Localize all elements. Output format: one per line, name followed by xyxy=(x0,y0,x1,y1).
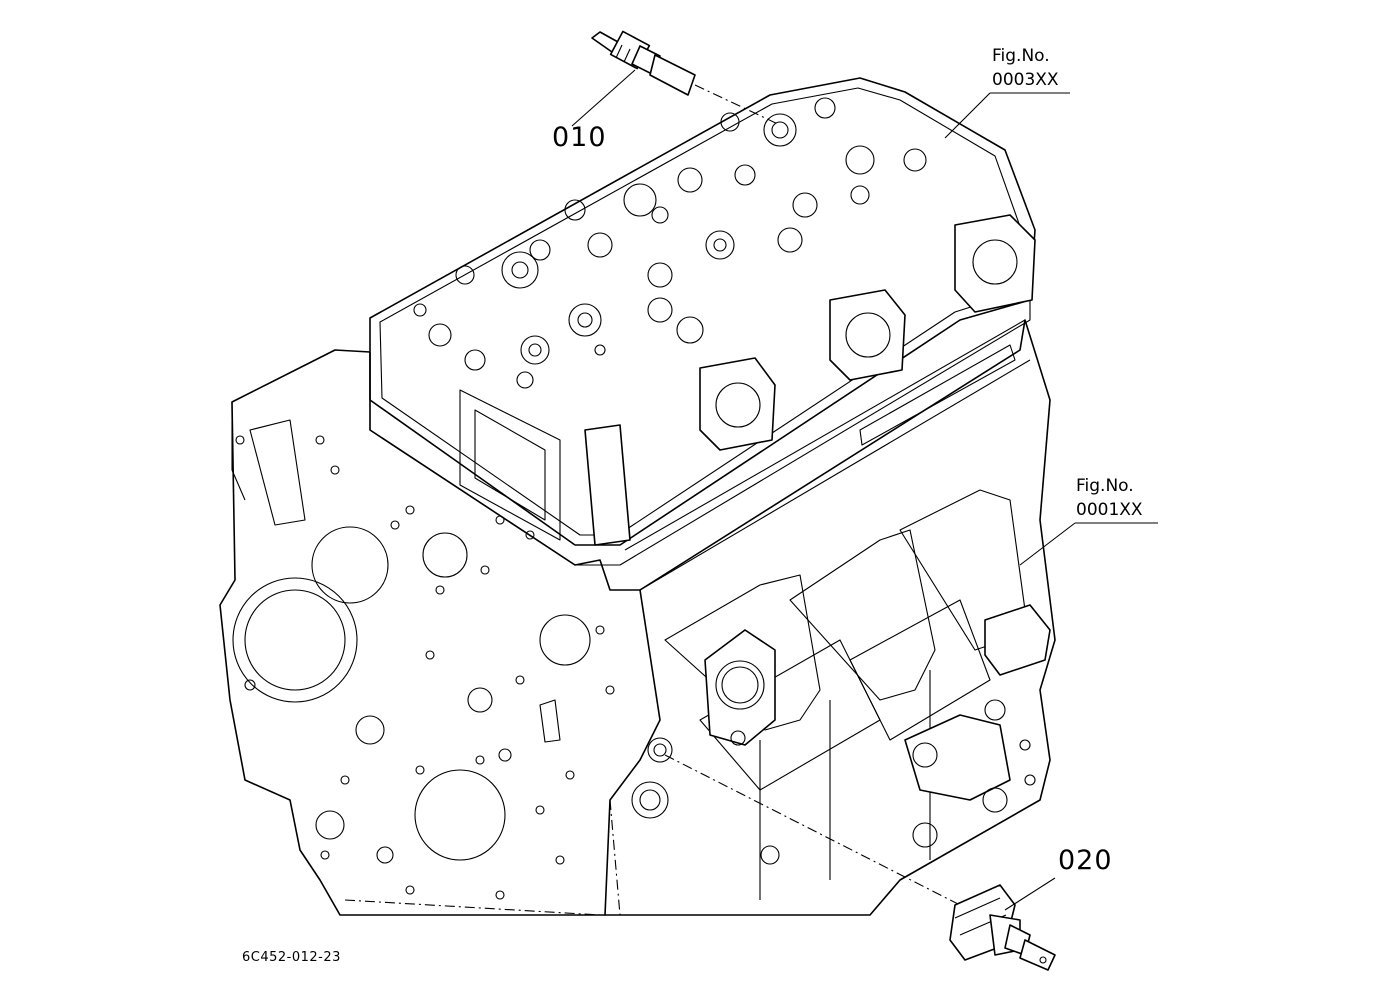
cylinder-block xyxy=(219,319,1056,916)
crankcase-ribs xyxy=(664,489,1026,900)
fig-ref-head: Fig.No. 0003XX xyxy=(992,44,1059,92)
side-mounting-pads xyxy=(631,604,1051,865)
switch-020-centerline xyxy=(664,754,961,906)
head-holes xyxy=(413,97,927,389)
cylinder-head xyxy=(369,77,1036,566)
drawing-code: 6C452-012-23 xyxy=(242,950,341,965)
fig-ref-head-label: Fig.No. xyxy=(992,46,1050,66)
fig-ref-block-label: Fig.No. xyxy=(1076,476,1134,496)
fig-ref-leaders xyxy=(944,92,1158,566)
callout-020: 020 xyxy=(1058,845,1113,876)
oil-pressure-switch-020 xyxy=(949,884,1056,971)
callout-020-leader xyxy=(1004,877,1056,911)
front-plate-holes xyxy=(232,435,615,900)
fig-ref-head-number: 0003XX xyxy=(992,70,1059,90)
water-temperature-sensor-010 xyxy=(591,30,696,96)
callout-010-leader xyxy=(571,69,636,127)
callout-010: 010 xyxy=(552,122,607,153)
sensor-010-centerline xyxy=(694,84,781,126)
fig-ref-block-number: 0001XX xyxy=(1076,500,1143,520)
fig-ref-block: Fig.No. 0001XX xyxy=(1076,474,1143,522)
oil-port-boss xyxy=(704,629,776,746)
exhaust-port-flanges xyxy=(584,214,1036,546)
